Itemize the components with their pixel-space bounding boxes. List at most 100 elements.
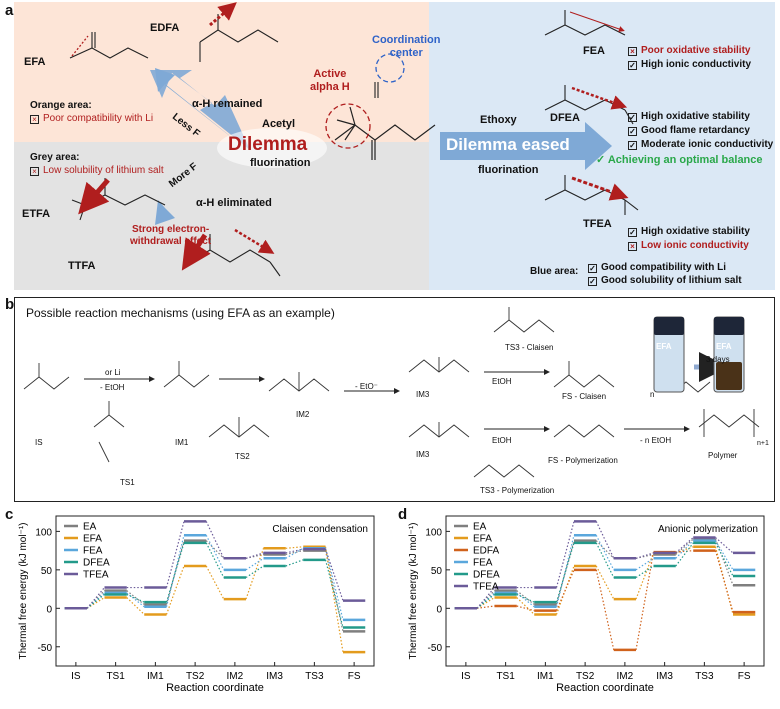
cross-box-icon: × bbox=[628, 242, 637, 251]
connector bbox=[635, 553, 654, 559]
active-alpha-h-label: Active alpha H bbox=[310, 68, 350, 93]
connector bbox=[245, 565, 264, 579]
connector bbox=[595, 540, 615, 559]
property-item: ✓High oxidative stability bbox=[628, 111, 750, 122]
series-edfa bbox=[454, 549, 756, 652]
connector bbox=[555, 569, 575, 611]
connector bbox=[165, 521, 185, 588]
connector bbox=[555, 521, 575, 588]
y-tick-label: 0 bbox=[46, 604, 52, 615]
x-tick-label: FS bbox=[738, 671, 751, 682]
less-f-arrow-body bbox=[155, 68, 245, 148]
coordination-center-label: Coordination center bbox=[372, 34, 441, 59]
x-tick-label: IM2 bbox=[617, 671, 634, 682]
check-box-icon: ✓ bbox=[588, 277, 597, 286]
x-axis-label: Reaction coordinate bbox=[556, 682, 654, 694]
x-tick-label: TS1 bbox=[496, 671, 515, 682]
series-efa bbox=[64, 545, 366, 654]
connector bbox=[714, 546, 734, 615]
connector bbox=[714, 540, 734, 571]
connector bbox=[635, 552, 654, 559]
tfea-props: ✓High oxidative stability×Low ionic cond… bbox=[628, 225, 750, 253]
connector bbox=[285, 546, 304, 549]
x-tick-label: IM3 bbox=[266, 671, 283, 682]
x-tick-label: TS1 bbox=[106, 671, 125, 682]
or-li-label: or Li bbox=[105, 368, 121, 377]
check-box-icon: ✓ bbox=[628, 127, 637, 136]
efa-molecule bbox=[69, 32, 149, 59]
dilemma-eased-label: Dilemma eased bbox=[446, 135, 570, 154]
legend-label: EFA bbox=[473, 534, 492, 545]
n-label: n bbox=[650, 390, 655, 399]
fea-props: ×Poor oxidative stability✓High ionic con… bbox=[628, 44, 751, 72]
connector bbox=[205, 542, 225, 578]
connector bbox=[285, 550, 304, 556]
is-label: IS bbox=[35, 438, 43, 447]
im1-label: IM1 bbox=[175, 438, 189, 447]
x-tick-label: IM1 bbox=[537, 671, 554, 682]
y-axis-label: Thermal free energy (kJ mol⁻¹) bbox=[408, 523, 419, 660]
connector bbox=[476, 605, 495, 609]
x-tick-label: TS3 bbox=[305, 671, 324, 682]
connector bbox=[205, 521, 225, 559]
edfa-molecule bbox=[199, 14, 279, 62]
series-tfea bbox=[64, 520, 366, 610]
check-box-icon: ✓ bbox=[628, 141, 637, 150]
y-tick-label: -50 bbox=[428, 643, 443, 654]
vial-label-before: EFA bbox=[656, 342, 672, 351]
legend-label: TFEA bbox=[473, 582, 499, 593]
blue-area-item: ✓Good solubility of lithium salt bbox=[588, 275, 742, 286]
legend-label: TFEA bbox=[83, 570, 109, 581]
panel-a-letter: a bbox=[5, 2, 14, 19]
x-tick-label: TS2 bbox=[576, 671, 595, 682]
x-tick-label: FS bbox=[348, 671, 361, 682]
panel-a-graphics bbox=[69, 2, 639, 277]
cross-box-icon: × bbox=[628, 47, 637, 56]
eto-label: - EtO⁻ bbox=[355, 382, 378, 391]
connector bbox=[476, 593, 495, 609]
efa-label: EFA bbox=[24, 56, 46, 68]
connector bbox=[285, 559, 304, 567]
connector bbox=[675, 542, 694, 567]
ttfa-label: TTFA bbox=[68, 260, 96, 272]
connector bbox=[714, 550, 734, 613]
orange-area-item: ×Poor compatibility with Li bbox=[30, 113, 153, 124]
check-box-icon: ✓ bbox=[628, 228, 637, 237]
fluorination-left-label: fluorination bbox=[250, 157, 311, 169]
etfa-molecule bbox=[71, 178, 166, 221]
panel-c-letter: c bbox=[5, 506, 14, 523]
x-tick-label: IM3 bbox=[656, 671, 673, 682]
y-tick-label: 100 bbox=[35, 527, 52, 538]
connector bbox=[516, 590, 535, 605]
connector bbox=[324, 548, 344, 620]
fea-label: FEA bbox=[583, 45, 605, 57]
legend-label: FEA bbox=[83, 546, 103, 557]
n-plus-1-label: n+1 bbox=[757, 440, 769, 447]
orange-area-title: Orange area: bbox=[30, 100, 92, 111]
etfa-label: ETFA bbox=[22, 208, 51, 220]
connector bbox=[324, 546, 344, 653]
y-tick-label: 0 bbox=[436, 604, 442, 615]
legend-label: DFEA bbox=[473, 570, 500, 581]
grey-area-item: ×Low solubility of lithium salt bbox=[30, 165, 164, 176]
y-tick-label: -50 bbox=[38, 643, 53, 654]
connector bbox=[324, 550, 344, 632]
blue-area-item: ✓Good compatibility with Li bbox=[588, 262, 726, 273]
check-box-icon: ✓ bbox=[628, 61, 637, 70]
property-item: ✓High oxidative stability bbox=[628, 226, 750, 237]
y-tick-label: 100 bbox=[425, 527, 442, 538]
tfea-label: TFEA bbox=[583, 218, 612, 230]
connector bbox=[714, 538, 734, 586]
x-tick-label: IS bbox=[71, 671, 81, 682]
connector bbox=[165, 540, 185, 605]
etoh-label-3: EtOH bbox=[492, 436, 512, 445]
fea-molecule bbox=[544, 10, 626, 36]
ts3-claisen-label: TS3 - Claisen bbox=[505, 343, 554, 352]
fluorination-right-label: fluorination bbox=[478, 164, 539, 176]
connector bbox=[714, 542, 734, 577]
grey-area bbox=[14, 142, 429, 290]
property-item: ×Poor oxidative stability bbox=[628, 44, 751, 58]
connector bbox=[205, 540, 225, 559]
